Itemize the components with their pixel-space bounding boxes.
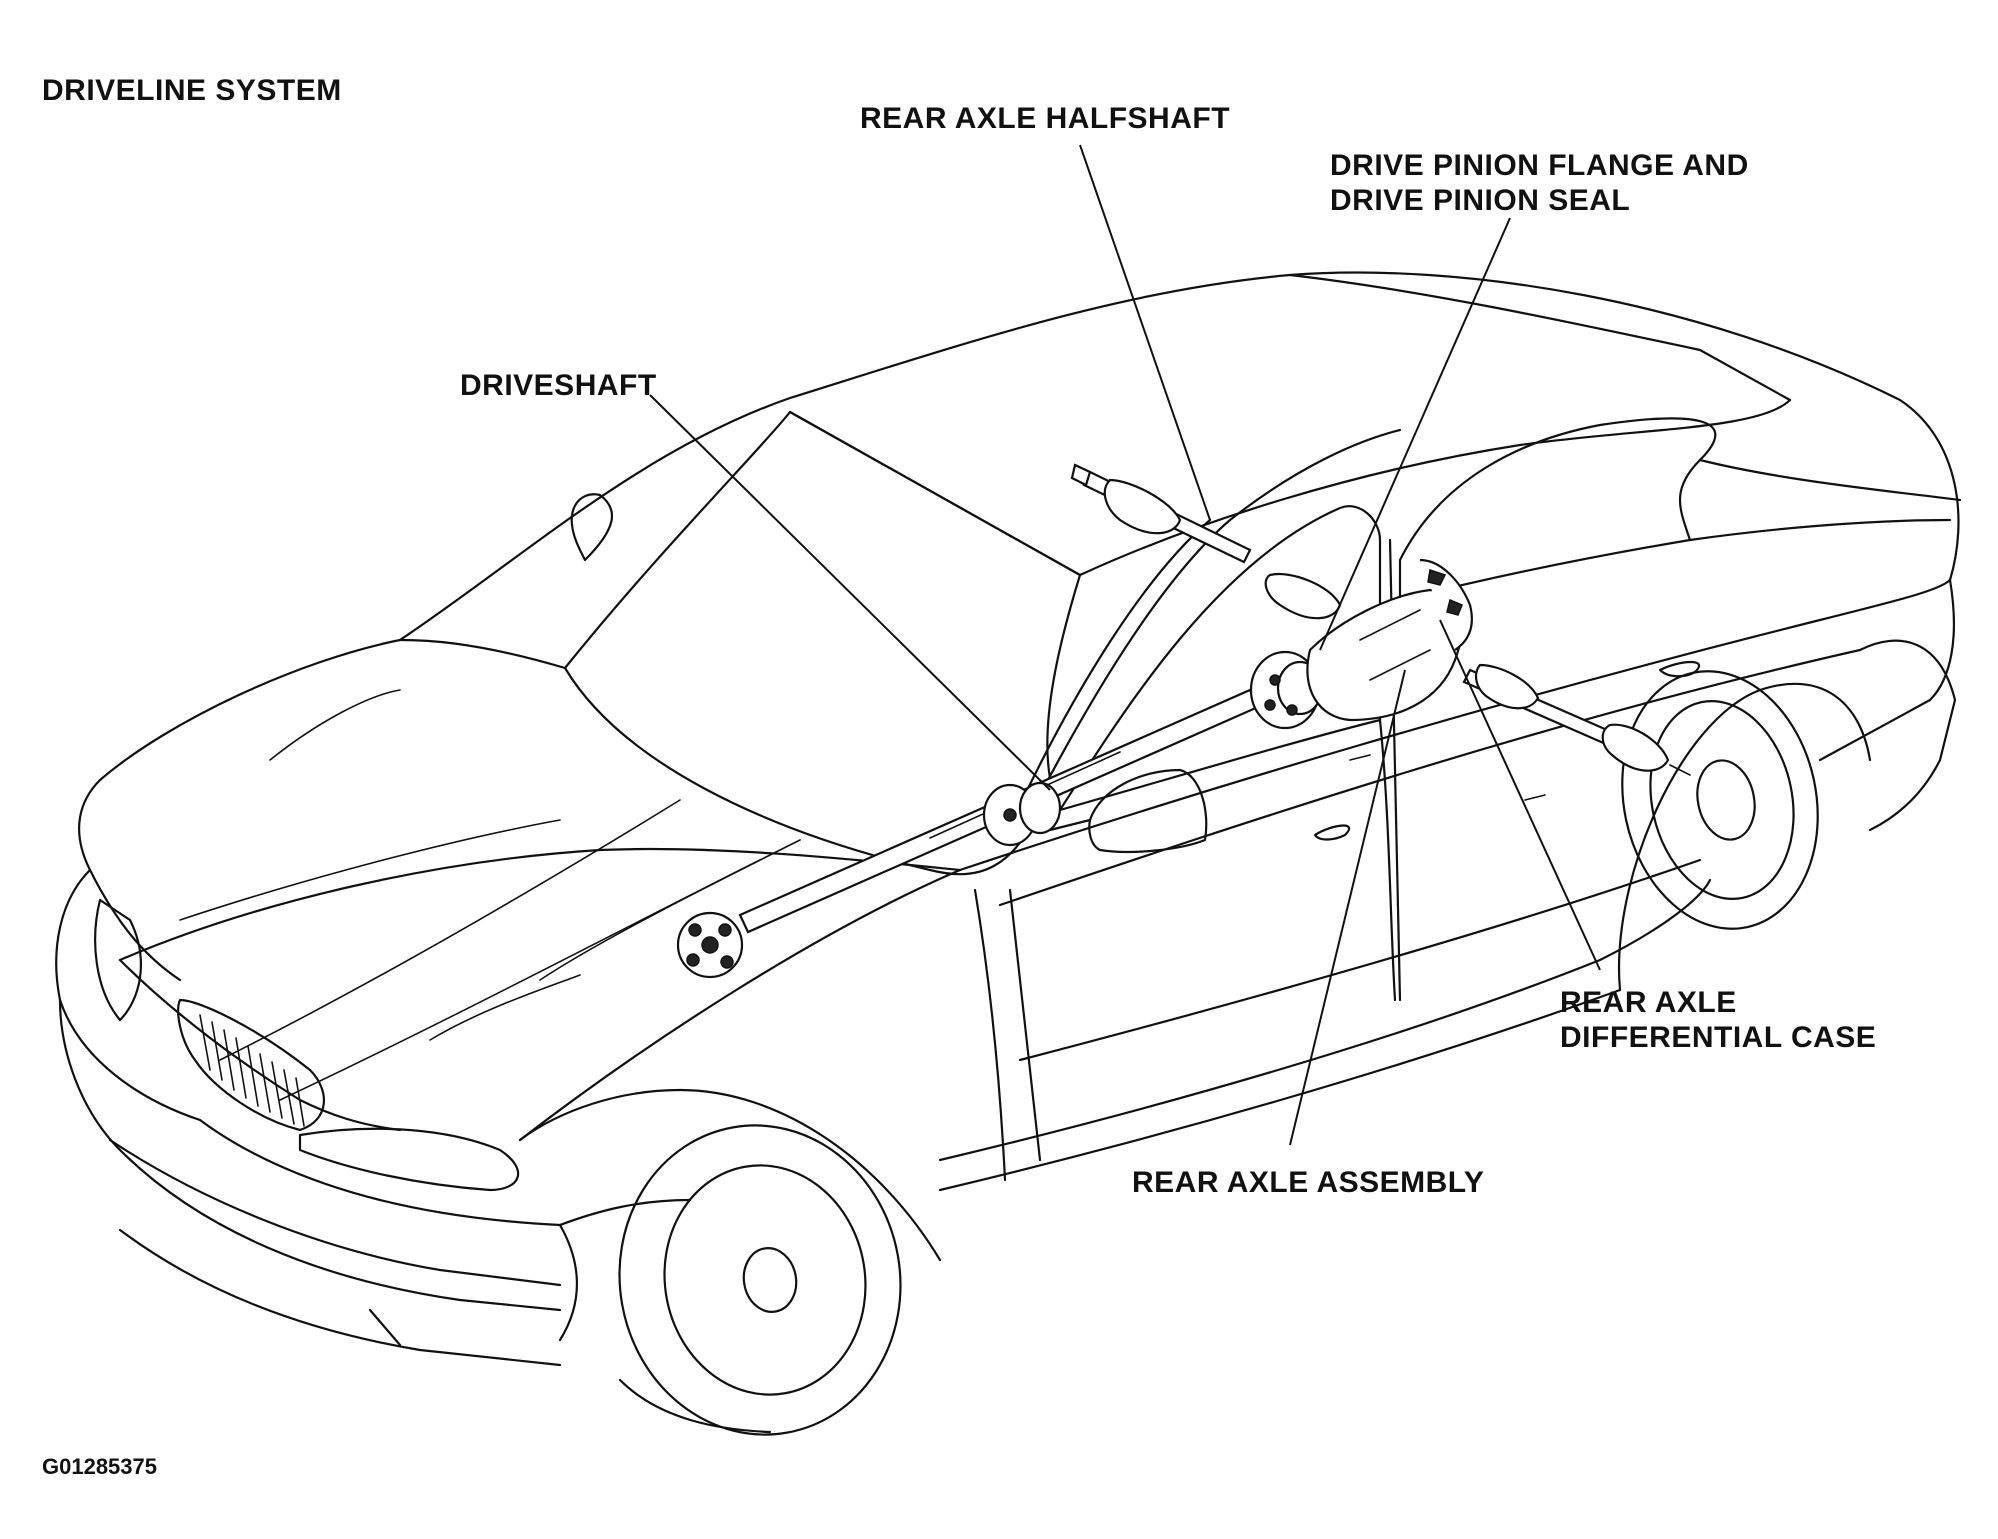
leader-lines [649,144,1601,1146]
diff-case-leader [1439,619,1601,971]
figure-id: G01285375 [42,1454,157,1479]
callout-driveshaft: DRIVESHAFT [460,369,657,402]
right-halfshaft [1462,663,1691,776]
axle-assembly-leader [1289,669,1406,1146]
car-outline [55,271,1962,1436]
pinion-leader [1319,217,1511,651]
driveline-components [676,463,1691,979]
callout-pinion-line1: DRIVE PINION FLANGE AND [1330,149,1749,182]
callout-rear-axle-assembly: REAR AXLE ASSEMBLY [1132,1166,1484,1199]
front-coupling [676,911,744,979]
callout-diff-line1: REAR AXLE [1560,986,1737,1019]
center-coupling [982,781,1062,847]
left-halfshaft [1070,463,1342,620]
grille-bars [199,1014,305,1127]
differential-case [1306,558,1473,722]
diagram-title: DRIVELINE SYSTEM [42,74,342,107]
callout-rear-axle-halfshaft: REAR AXLE HALFSHAFT [860,102,1230,135]
callout-pinion-line2: DRIVE PINION SEAL [1330,184,1630,217]
pinion-flange [1249,650,1324,730]
driveshaft-leader [649,394,1051,791]
halfshaft-leader [1079,144,1211,521]
callout-diff-line2: DIFFERENTIAL CASE [1560,1021,1876,1054]
